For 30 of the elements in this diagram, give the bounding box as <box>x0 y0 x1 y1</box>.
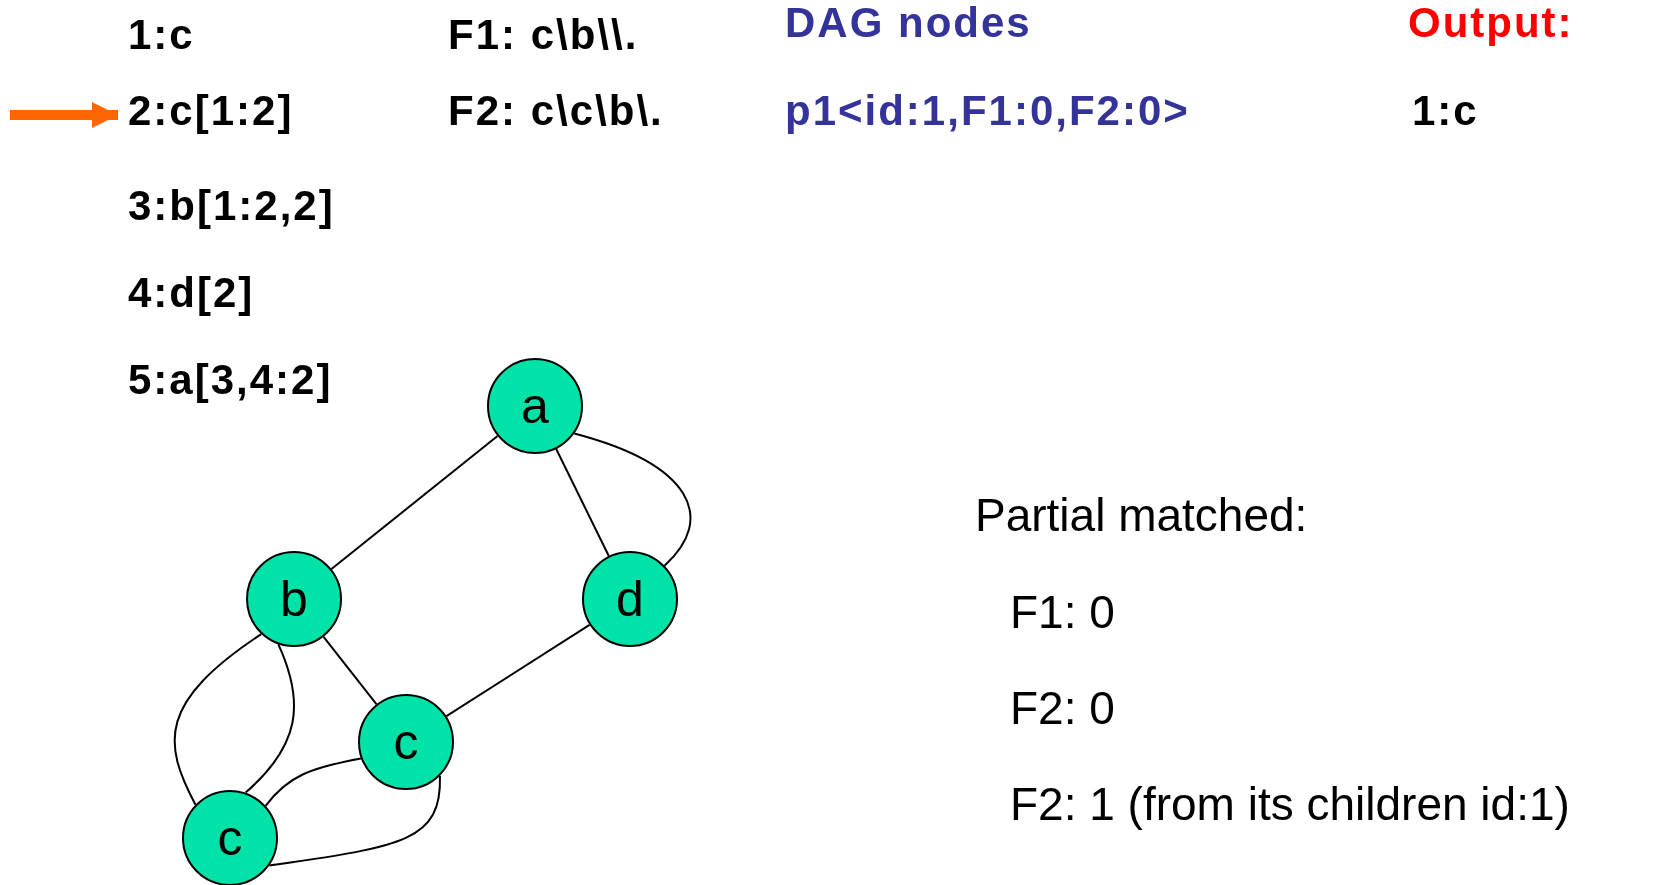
graph-node: c <box>358 694 454 790</box>
code-line: 1:c <box>128 12 195 59</box>
note-text: Partial matched: <box>975 490 1308 541</box>
edge-line <box>268 774 441 867</box>
edge-line <box>322 635 378 706</box>
column-heading: DAG nodes <box>785 0 1032 47</box>
graph-node: c <box>182 790 278 885</box>
column-heading: Output: <box>1408 0 1574 47</box>
output-entry: 1:c <box>1412 88 1479 135</box>
edge-line <box>330 435 499 570</box>
edge-line <box>264 757 362 807</box>
note-text: F1: 0 <box>1010 587 1115 638</box>
note-text: F2: 0 <box>1010 683 1115 734</box>
edge-line <box>173 633 263 806</box>
code-line: F1: c\b\\. <box>448 12 639 59</box>
edge-line <box>573 432 692 567</box>
note-text: F2: 1 (from its children id:1) <box>1010 779 1570 830</box>
edge-line <box>555 448 610 557</box>
pointer-arrow <box>10 102 118 128</box>
edge-line <box>445 623 591 718</box>
graph-node: d <box>582 551 678 647</box>
code-line: 4:d[2] <box>128 270 255 317</box>
code-line: 2:c[1:2] <box>128 88 294 135</box>
code-line: 5:a[3,4:2] <box>128 357 333 404</box>
code-line: 3:b[1:2,2] <box>128 183 335 230</box>
graph-node: b <box>246 551 342 647</box>
edge-line <box>244 643 295 794</box>
graph-node: a <box>487 358 583 454</box>
dag-node-entry: p1<id:1,F1:0,F2:0> <box>785 88 1190 135</box>
code-line: F2: c\c\b\. <box>448 88 664 135</box>
